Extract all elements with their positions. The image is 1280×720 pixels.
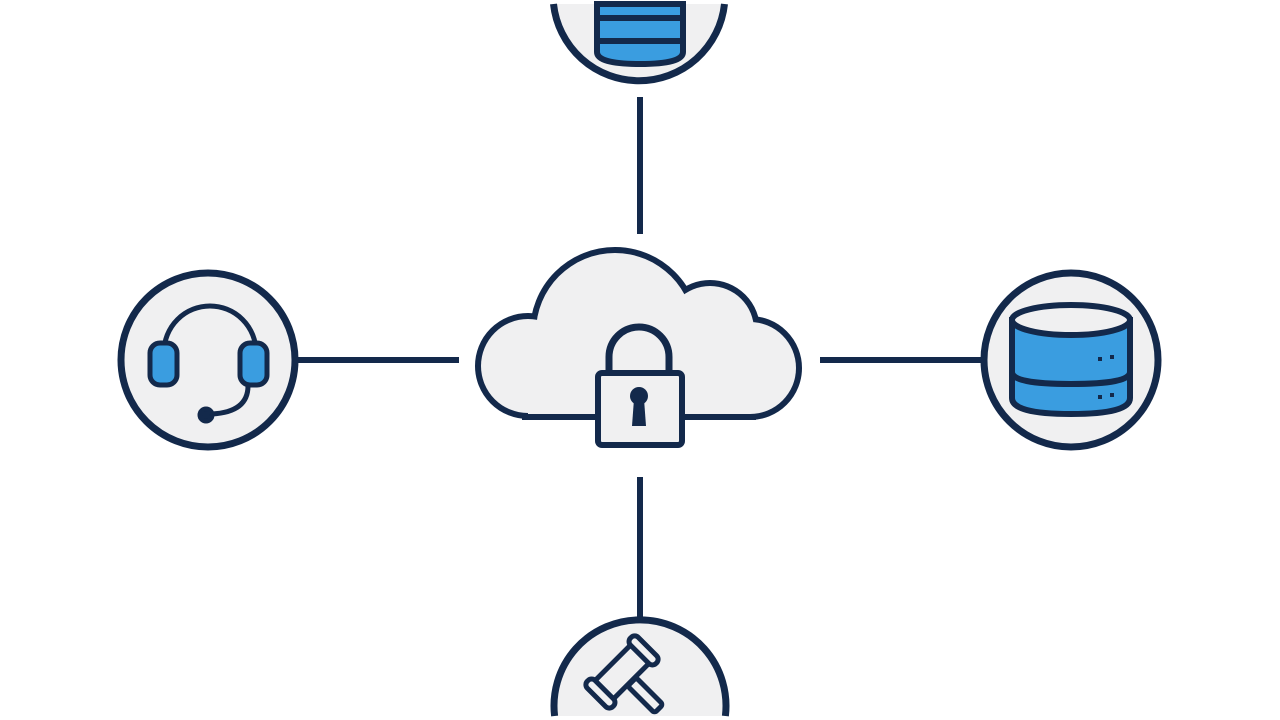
status-light	[1110, 355, 1114, 359]
gavel-icon	[583, 633, 665, 715]
connectors	[296, 97, 984, 620]
status-light	[1098, 357, 1102, 361]
cloud-lock-icon	[475, 247, 802, 448]
node-bottom[interactable]	[550, 616, 730, 720]
node-right[interactable]	[980, 269, 1162, 451]
status-light	[1110, 393, 1114, 397]
headset-icon	[147, 303, 270, 424]
node-left[interactable]	[117, 269, 299, 451]
database-icon	[594, 1, 686, 68]
database-server-icon	[1009, 302, 1133, 418]
lock-icon	[595, 323, 685, 448]
node-top[interactable]	[550, 1, 728, 85]
status-light	[1098, 395, 1102, 399]
